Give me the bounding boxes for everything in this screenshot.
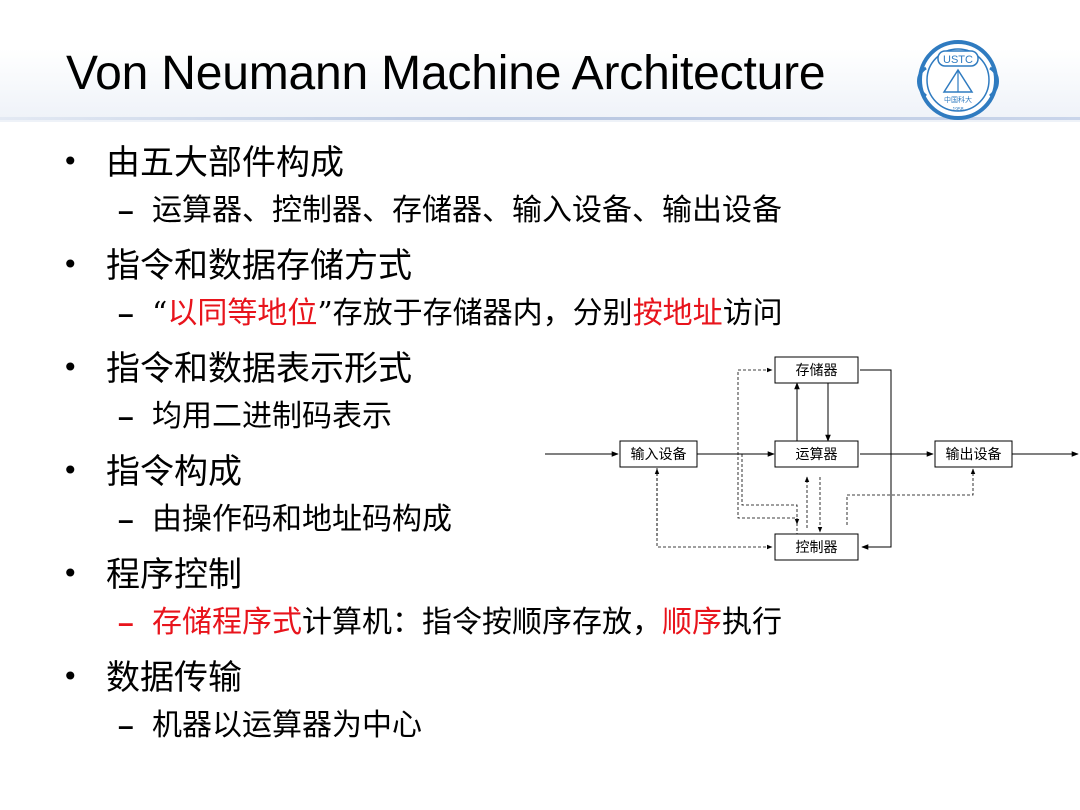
bullet-item: • 指令构成 bbox=[62, 449, 242, 494]
bullet-marker: • bbox=[62, 454, 79, 487]
ustc-logo: USTC 中国科大 1958 bbox=[917, 40, 999, 120]
input-device-box: 输入设备 bbox=[619, 440, 698, 468]
item-text: 执行 bbox=[722, 605, 782, 640]
dash-marker: – bbox=[118, 710, 134, 741]
alu-box: 运算器 bbox=[774, 440, 859, 468]
dash-marker: – bbox=[118, 195, 134, 226]
logo-subtext: 中国科大 bbox=[944, 95, 972, 104]
bullet-item: • 指令和数据存储方式 bbox=[62, 243, 412, 288]
item-text: 程序控制 bbox=[106, 555, 242, 595]
item-text: 指令和数据表示形式 bbox=[106, 349, 412, 389]
von-neumann-diagram: 存储器 输入设备 运算器 输出设备 控制器 bbox=[545, 356, 1079, 561]
item-text: 计算机：指令按顺序存放， bbox=[302, 605, 662, 640]
sub-bullet-item: –机器以运算器为中心 bbox=[118, 706, 422, 746]
bullet-marker: • bbox=[62, 557, 79, 590]
bullet-item: • 由五大部件构成 bbox=[62, 140, 344, 185]
item-text: 指令构成 bbox=[106, 452, 242, 492]
bullet-marker: • bbox=[62, 351, 79, 384]
memory-label: 存储器 bbox=[796, 363, 838, 379]
item-text: 指令和数据存储方式 bbox=[106, 246, 412, 286]
highlight-text: 存储程序式 bbox=[152, 605, 302, 640]
item-text: 由五大部件构成 bbox=[106, 143, 344, 183]
sub-bullet-item: –存储程序式计算机：指令按顺序存放，顺序执行 bbox=[118, 603, 782, 643]
header-band bbox=[0, 0, 1080, 122]
sub-bullet-item: –“以同等地位”存放于存储器内，分别按地址访问 bbox=[118, 294, 783, 334]
highlight-text: 按地址 bbox=[632, 296, 723, 331]
bullet-item: • 指令和数据表示形式 bbox=[62, 346, 412, 391]
slide-title: Von Neumann Machine Architecture bbox=[66, 47, 826, 100]
memory-box: 存储器 bbox=[774, 356, 859, 384]
item-text: 数据传输 bbox=[106, 658, 242, 698]
item-text: 访问 bbox=[722, 296, 783, 331]
alu-label: 运算器 bbox=[796, 447, 838, 463]
logo-year: 1958 bbox=[952, 107, 963, 113]
item-text: “ bbox=[152, 296, 168, 331]
item-text: ”存放于存储器内，分别 bbox=[317, 296, 633, 331]
item-text: 均用二进制码表示 bbox=[152, 399, 392, 434]
logo-text: USTC bbox=[943, 54, 973, 66]
item-text: 由操作码和地址码构成 bbox=[152, 502, 452, 537]
header-rule bbox=[0, 117, 1080, 120]
controller-box: 控制器 bbox=[774, 533, 859, 561]
sub-bullet-item: –由操作码和地址码构成 bbox=[118, 500, 452, 540]
output-device-label: 输出设备 bbox=[946, 446, 1002, 463]
dash-marker: – bbox=[118, 607, 134, 638]
sub-bullet-item: –均用二进制码表示 bbox=[118, 397, 392, 437]
dash-marker: – bbox=[118, 298, 134, 329]
controller-label: 控制器 bbox=[796, 540, 838, 556]
bullet-marker: • bbox=[62, 145, 79, 178]
sub-bullet-item: –运算器、控制器、存储器、输入设备、输出设备 bbox=[118, 191, 782, 231]
item-text: 机器以运算器为中心 bbox=[152, 708, 422, 743]
bullet-marker: • bbox=[62, 248, 79, 281]
dash-marker: – bbox=[118, 401, 134, 432]
highlight-text: 以同等地位 bbox=[167, 296, 318, 331]
bullet-item: • 数据传输 bbox=[62, 655, 242, 700]
output-device-box: 输出设备 bbox=[934, 440, 1013, 468]
dash-marker: – bbox=[118, 504, 134, 535]
input-device-label: 输入设备 bbox=[631, 446, 687, 463]
bullet-item: • 程序控制 bbox=[62, 552, 242, 597]
highlight-text: 顺序 bbox=[662, 605, 722, 640]
item-text: 运算器、控制器、存储器、输入设备、输出设备 bbox=[152, 193, 782, 228]
bullet-marker: • bbox=[62, 660, 79, 693]
